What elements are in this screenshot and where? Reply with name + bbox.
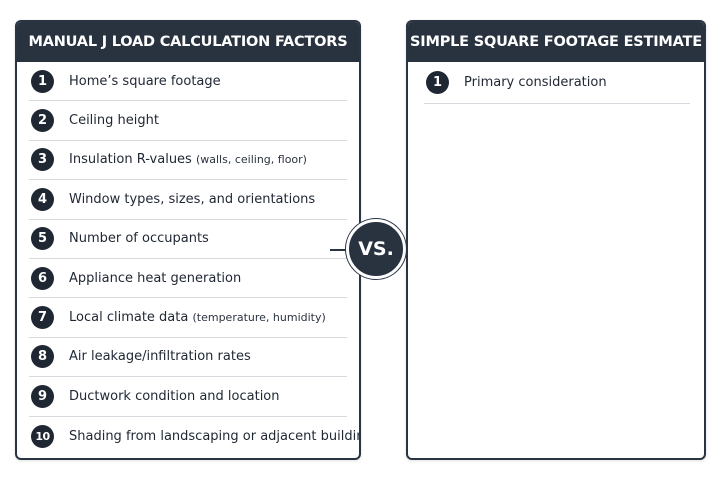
vs-badge: VS. — [346, 219, 406, 279]
number-badge: 1 — [31, 69, 54, 93]
factor-row: 4 Window types, sizes, and orientations — [29, 180, 347, 220]
square-footage-panel: SIMPLE SQUARE FOOTAGE ESTIMATE 1 Primary… — [406, 20, 706, 460]
factor-label: Ductwork condition and location — [69, 388, 280, 404]
factor-label: Number of occupants — [69, 231, 209, 247]
number-badge: 5 — [31, 227, 54, 251]
manual-j-panel: MANUAL J LOAD CALCULATION FACTORS 1 Home… — [15, 20, 361, 460]
number-badge: 4 — [31, 187, 54, 211]
factor-row: 8 Air leakage/infiltration rates — [29, 338, 347, 378]
factor-label: Appliance heat generation — [69, 270, 242, 286]
consideration-label: Primary consideration — [464, 75, 607, 90]
square-footage-title: SIMPLE SQUARE FOOTAGE ESTIMATE — [408, 22, 704, 62]
factor-label: Local climate data (temperature, humidit… — [69, 310, 326, 326]
number-badge: 10 — [31, 424, 54, 448]
factor-row: 10 Shading from landscaping or adjacent … — [29, 417, 359, 456]
factor-row: 2 Ceiling height — [29, 101, 347, 141]
number-badge: 1 — [426, 71, 449, 94]
factor-label: Air leakage/infiltration rates — [69, 349, 251, 365]
manual-j-factor-list: 1 Home’s square footage 2 Ceiling height… — [17, 62, 359, 456]
number-badge: 6 — [31, 266, 54, 290]
number-badge: 8 — [31, 345, 54, 369]
factor-label: Shading from landscaping or adjacent bui… — [69, 428, 361, 444]
factor-row: 6 Appliance heat generation — [29, 259, 347, 299]
factor-label: Insulation R-values (walls, ceiling, flo… — [69, 152, 307, 168]
factor-row: 7 Local climate data (temperature, humid… — [29, 298, 347, 338]
square-footage-list: 1 Primary consideration — [408, 62, 704, 104]
factor-row: 5 Number of occupants — [29, 220, 347, 259]
factor-row: 9 Ductwork condition and location — [29, 377, 347, 417]
number-badge: 3 — [31, 148, 54, 172]
number-badge: 7 — [31, 306, 54, 330]
factor-note: (walls, ceiling, floor) — [195, 153, 307, 167]
number-badge: 9 — [31, 384, 54, 408]
factor-row: 1 Home’s square footage — [29, 62, 347, 102]
factor-label: Ceiling height — [69, 113, 159, 129]
factor-label: Window types, sizes, and orientations — [69, 191, 316, 207]
vs-connector-left — [330, 249, 348, 251]
manual-j-title: MANUAL J LOAD CALCULATION FACTORS — [17, 22, 359, 62]
factor-label: Home’s square footage — [69, 73, 221, 89]
factor-row: 3 Insulation R-values (walls, ceiling, f… — [29, 141, 347, 181]
consideration-row: 1 Primary consideration — [424, 62, 690, 104]
number-badge: 2 — [31, 109, 54, 133]
factor-note: (temperature, humidity) — [192, 311, 326, 325]
